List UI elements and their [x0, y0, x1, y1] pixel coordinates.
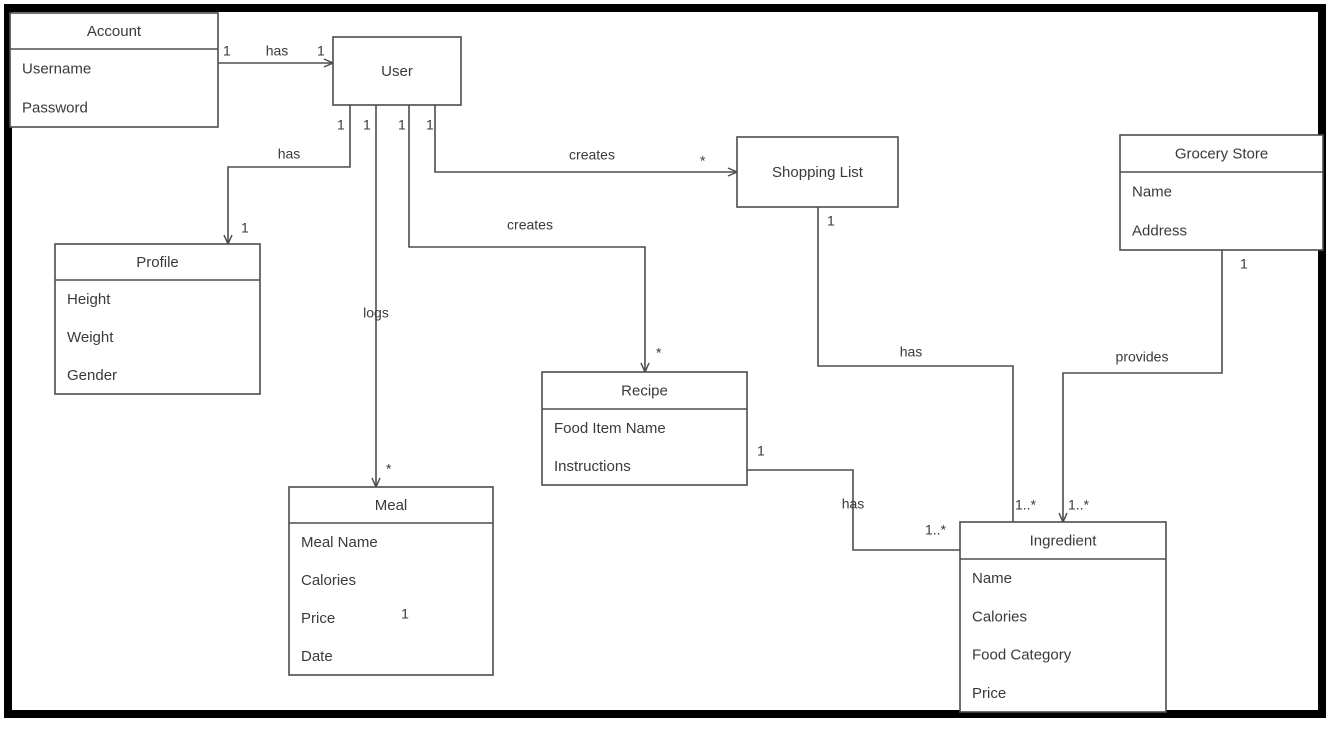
class-box-user[interactable]: User — [332, 36, 462, 106]
source-multiplicity-user-has-profile: 1 — [337, 117, 345, 133]
class-name-user: User — [381, 63, 413, 80]
class-attribute: Calories — [972, 608, 1027, 625]
target-multiplicity-user-creates-recipe: * — [656, 345, 662, 361]
relationship-label-shoppinglist-has-ingredient: has — [900, 344, 923, 360]
relationship-edge-recipe-has-ingredient[interactable] — [747, 469, 960, 551]
class-name-recipe: Recipe — [621, 382, 668, 399]
source-multiplicity-user-creates-shoppinglist: 1 — [426, 117, 434, 133]
class-attribute: Food Category — [972, 647, 1072, 664]
target-multiplicity-account-has-user: 1 — [317, 43, 325, 59]
class-name-grocery-store: Grocery Store — [1175, 145, 1268, 162]
class-attribute: Weight — [67, 329, 114, 346]
target-multiplicity-user-has-profile: 1 — [241, 220, 249, 236]
source-multiplicity-grocerystore-provides-ingredient: 1 — [1240, 256, 1248, 272]
class-name-profile: Profile — [136, 254, 179, 271]
edge-labels-layer: has 1 1 has 1 1 logs 1 * creates 1 * creates 1 * has 1 1.… — [223, 43, 1248, 538]
relationship-edges-layer — [218, 58, 1223, 551]
class-attribute: Name — [972, 570, 1012, 587]
stray-label-meal-stray-one: 1 — [401, 606, 409, 622]
relationship-edge-user-creates-recipe[interactable] — [408, 105, 650, 374]
class-name-meal: Meal — [375, 497, 408, 514]
class-attribute: Price — [301, 610, 335, 627]
relationship-edge-grocerystore-provides-ingredient[interactable] — [1058, 250, 1223, 524]
relationship-label-user-creates-recipe: creates — [507, 217, 553, 233]
relationship-label-user-logs-meal: logs — [363, 305, 389, 321]
class-attribute: Food Item Name — [554, 420, 666, 437]
source-multiplicity-account-has-user: 1 — [223, 43, 231, 59]
class-attribute: Gender — [67, 367, 117, 384]
class-name-account: Account — [87, 23, 142, 40]
stray-labels-layer: 1 — [401, 606, 409, 622]
source-multiplicity-recipe-has-ingredient: 1 — [757, 443, 765, 459]
source-multiplicity-user-logs-meal: 1 — [363, 117, 371, 133]
class-box-shopping-list[interactable]: Shopping List — [736, 136, 899, 208]
target-multiplicity-recipe-has-ingredient: 1..* — [925, 522, 947, 538]
class-name-ingredient: Ingredient — [1030, 532, 1098, 549]
class-attribute: Height — [67, 291, 111, 308]
class-attribute: Meal Name — [301, 534, 378, 551]
class-attribute: Password — [22, 99, 88, 116]
target-multiplicity-grocerystore-provides-ingredient: 1..* — [1068, 497, 1090, 513]
relationship-edge-user-has-profile[interactable] — [223, 105, 351, 246]
relationship-label-user-creates-shoppinglist: creates — [569, 147, 615, 163]
class-attribute: Username — [22, 60, 91, 77]
class-attribute: Calories — [301, 572, 356, 589]
class-attribute: Date — [301, 648, 333, 665]
target-multiplicity-user-creates-shoppinglist: * — [700, 153, 706, 169]
target-multiplicity-user-logs-meal: * — [386, 461, 392, 477]
source-multiplicity-shoppinglist-has-ingredient: 1 — [827, 213, 835, 229]
class-attribute: Price — [972, 685, 1006, 702]
relationship-label-user-has-profile: has — [278, 146, 301, 162]
class-attribute: Name — [1132, 183, 1172, 200]
relationship-edge-user-creates-shoppinglist[interactable] — [434, 105, 739, 177]
class-attribute: Address — [1132, 222, 1187, 239]
relationship-label-recipe-has-ingredient: has — [842, 496, 865, 512]
source-multiplicity-user-creates-recipe: 1 — [398, 117, 406, 133]
class-attribute: Instructions — [554, 458, 631, 475]
relationship-edge-shoppinglist-has-ingredient[interactable] — [817, 207, 1014, 522]
relationship-label-account-has-user: has — [266, 43, 289, 59]
relationship-label-grocerystore-provides-ingredient: provides — [1116, 349, 1169, 365]
class-name-shopping-list: Shopping List — [772, 164, 864, 181]
target-multiplicity-shoppinglist-has-ingredient: 1..* — [1015, 497, 1037, 513]
